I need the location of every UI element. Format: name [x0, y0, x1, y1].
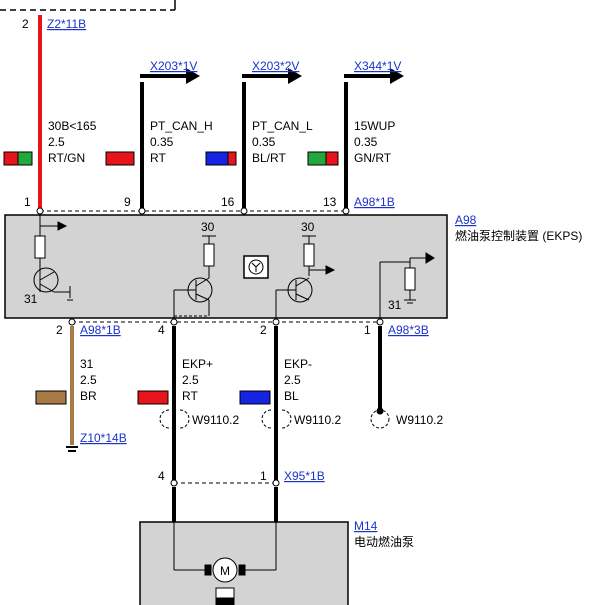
module-node-30-b: 30 — [301, 220, 315, 234]
wire-ground-color: BR — [80, 389, 97, 403]
pin-1-bottom: 1 — [364, 323, 371, 337]
wire-pt-can-h-color: RT — [150, 151, 166, 165]
pump-motor-symbol — [173, 522, 277, 605]
pin-4-bottom: 4 — [158, 323, 165, 337]
swatch-br — [35, 390, 67, 405]
wire-pt-can-l-size: 0.35 — [252, 135, 276, 149]
wire-15wup-signal: 15WUP — [354, 119, 395, 133]
module-ground-right: 31 — [388, 298, 402, 312]
wire-15wup-color: GN/RT — [354, 151, 392, 165]
wire-ekp-plus-color: RT — [182, 389, 198, 403]
connector-bottom-pins — [68, 318, 384, 326]
connector-top-pins — [36, 207, 350, 215]
wire-30b-signal: 30B<165 — [48, 119, 97, 133]
wire-pt-can-h-signal: PT_CAN_H — [150, 119, 213, 133]
pin-9-top: 9 — [124, 195, 131, 209]
ref-x344-1v[interactable]: X344*1V — [354, 59, 401, 73]
module-center-symbol — [243, 255, 269, 279]
module-ground-left: 31 — [24, 292, 38, 306]
arrow-x344-1v — [344, 68, 404, 84]
module-a98-body — [4, 214, 448, 319]
arrow-x203-2v — [242, 68, 302, 84]
wire-pt-can-l-signal: PT_CAN_L — [252, 119, 313, 133]
splice-label-ekp-plus: W9110.2 — [192, 413, 239, 427]
top-connector-ref[interactable]: Z2*11B — [47, 17, 86, 31]
connector-a98-1b-bottom[interactable]: A98*1B — [80, 323, 121, 337]
module-mid-circuit — [173, 235, 216, 322]
module-node-30-a: 30 — [201, 220, 215, 234]
module-name: 燃油泵控制装置 (EKPS) — [455, 228, 582, 243]
pin-16-top: 16 — [221, 195, 235, 209]
wire-ekp-plus-size: 2.5 — [182, 373, 199, 387]
pin-2-bottom: 2 — [260, 323, 267, 337]
ref-x95-1b[interactable]: X95*1B — [284, 469, 325, 483]
module-far-right-circuit — [379, 252, 435, 322]
ground-symbol-z10 — [66, 446, 78, 452]
wire-30b-color: RT/GN — [48, 151, 85, 165]
pump-name: 电动燃油泵 — [354, 534, 414, 549]
pin-13-top: 13 — [323, 195, 337, 209]
wire-15wup-size: 0.35 — [354, 135, 378, 149]
pin-2-bottom-left: 2 — [56, 323, 63, 337]
pump-motor-label: M — [220, 564, 230, 578]
splice-label-a98-3b: W9110.2 — [396, 413, 443, 427]
swatch-rt-gn — [3, 151, 33, 166]
wire-pt-can-h-size: 0.35 — [150, 135, 174, 149]
wire-ekp-minus-color: BL — [284, 389, 299, 403]
connector-x95-pins — [170, 479, 280, 487]
module-id[interactable]: A98 — [455, 213, 477, 227]
shield-symbol-a98-3b — [370, 407, 390, 429]
ref-x203-1v[interactable]: X203*1V — [150, 59, 197, 73]
arrow-x203-1v — [140, 68, 200, 84]
wire-ekp-minus-size: 2.5 — [284, 373, 301, 387]
ref-z10-14b[interactable]: Z10*14B — [80, 431, 127, 445]
wire-30b-size: 2.5 — [48, 135, 65, 149]
wire-ekp-plus-signal: EKP+ — [182, 357, 213, 371]
module-right-circuit — [275, 235, 336, 322]
pin-4-pump: 4 — [158, 469, 165, 483]
swatch-bl-ekp — [239, 390, 271, 405]
module-left-circuit — [33, 215, 73, 301]
connector-a98-3b[interactable]: A98*3B — [388, 323, 429, 337]
top-connector-pin: 2 — [22, 17, 29, 31]
ref-x203-2v[interactable]: X203*2V — [252, 59, 299, 73]
swatch-bl-rt — [205, 151, 237, 166]
swatch-gn-rt — [307, 151, 339, 166]
top-connector-box — [0, 0, 176, 11]
wire-ground-size: 2.5 — [80, 373, 97, 387]
pin-1-pump: 1 — [260, 469, 267, 483]
swatch-rt-can-h — [105, 151, 135, 166]
swatch-rt-ekp — [137, 390, 169, 405]
module-connector-top-ref[interactable]: A98*1B — [354, 195, 395, 209]
wire-ekp-minus-signal: EKP- — [284, 357, 312, 371]
pump-id[interactable]: M14 — [354, 519, 378, 533]
pin-1-top: 1 — [24, 195, 31, 209]
wire-pt-can-l-color: BL/RT — [252, 151, 286, 165]
splice-label-ekp-minus: W9110.2 — [294, 413, 341, 427]
pump-m14-body — [139, 521, 349, 605]
wire-ground-signal: 31 — [80, 357, 94, 371]
